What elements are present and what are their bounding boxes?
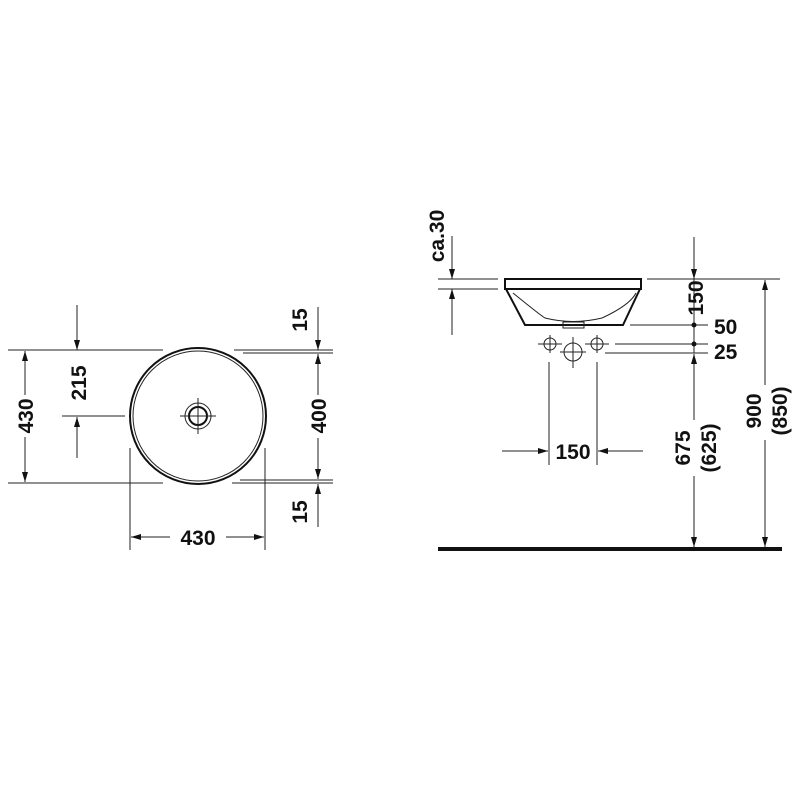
drain-outlet bbox=[562, 321, 585, 329]
basin-outer-rim bbox=[129, 347, 267, 485]
basin-inner-rim bbox=[132, 350, 264, 482]
dim-outlet-height: 675 bbox=[672, 430, 695, 465]
dim-rim-height: 900 bbox=[743, 393, 766, 428]
dim-outlet-height-alt: (625) bbox=[698, 423, 721, 472]
dim-rim-thickness: ca.30 bbox=[426, 210, 449, 263]
dim-rim-height-alt: (850) bbox=[769, 386, 792, 435]
dim-rim-top: 15 bbox=[289, 308, 312, 332]
dim-hole-spacing: 150 bbox=[555, 441, 590, 464]
dim-overall-height: 430 bbox=[15, 398, 38, 433]
dim-drain-to-holes: 50 bbox=[714, 316, 737, 339]
basin-profile bbox=[504, 278, 642, 326]
dim-rim-bottom: 15 bbox=[289, 500, 312, 524]
dim-drain-offset: 215 bbox=[68, 365, 91, 400]
side-view: ca.30 150 50 25 675 (625) 900 (850) 150 bbox=[426, 210, 792, 551]
dim-hole-offset: 25 bbox=[714, 341, 738, 364]
dim-basin-height: 150 bbox=[685, 280, 708, 315]
dim-overall-width: 430 bbox=[180, 527, 215, 550]
top-view: 430 215 15 400 15 430 bbox=[8, 305, 333, 550]
dim-inner-diameter: 400 bbox=[308, 398, 331, 433]
